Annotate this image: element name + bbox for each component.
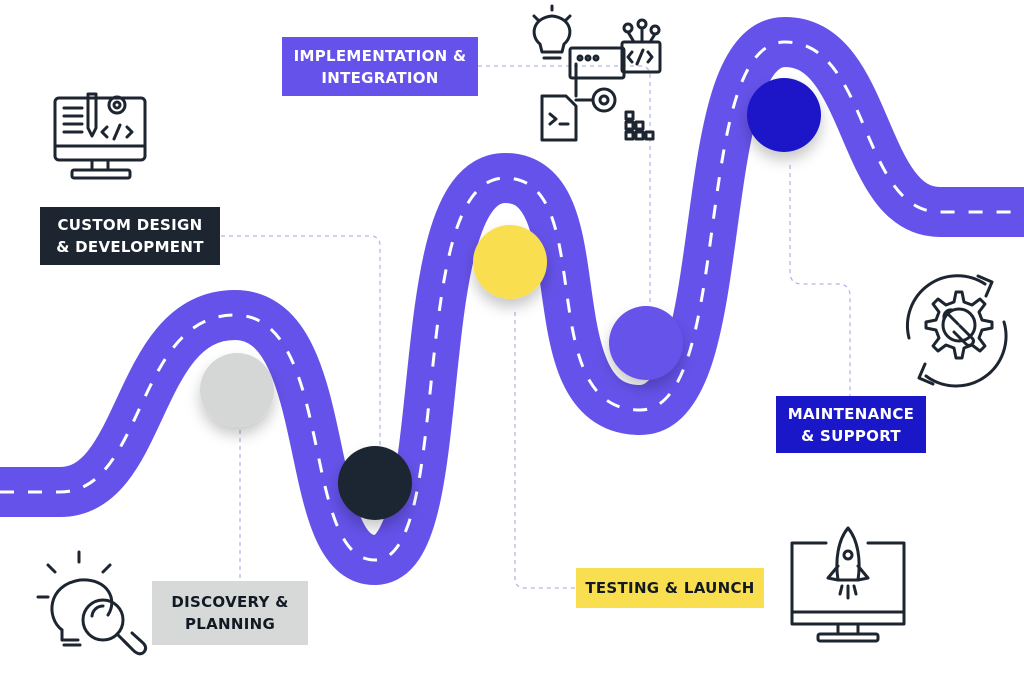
label-line: TESTING & LAUNCH xyxy=(585,579,755,597)
label-testing-launch: TESTING & LAUNCH xyxy=(576,568,764,608)
marker-implementation xyxy=(609,306,683,380)
connector-lines xyxy=(221,65,851,600)
label-line: & SUPPORT xyxy=(801,426,901,445)
gear-wrench-cycle-icon xyxy=(905,274,1008,388)
connector-maintenance xyxy=(789,165,851,396)
label-line: & DEVELOPMENT xyxy=(56,238,204,256)
label-line: PLANNING xyxy=(184,615,276,633)
label-line: CUSTOM DESIGN xyxy=(57,216,203,234)
monitor-rocket-icon xyxy=(790,526,906,643)
label-custom-design-development: CUSTOM DESIGN & DEVELOPMENT xyxy=(40,207,220,265)
connector-implementation xyxy=(478,65,651,305)
road-body xyxy=(0,17,1024,585)
lightbulb-magnifier-icon xyxy=(36,550,148,656)
label-line: DISCOVERY & xyxy=(171,593,289,611)
integration-blocks-icon xyxy=(532,4,662,142)
marker-discovery xyxy=(200,353,274,427)
label-line: MAINTENANCE xyxy=(787,404,915,423)
marker-testing xyxy=(473,225,547,299)
stage-markers xyxy=(200,78,821,520)
road xyxy=(0,17,1024,585)
connector-testing xyxy=(514,312,578,589)
label-maintenance-support: MAINTENANCE & SUPPORT xyxy=(776,396,926,453)
marker-custom xyxy=(338,446,412,520)
label-line: IMPLEMENTATION & xyxy=(293,46,467,65)
label-implementation-integration: IMPLEMENTATION & INTEGRATION xyxy=(282,37,478,96)
label-line: INTEGRATION xyxy=(321,68,439,87)
monitor-code-design-icon xyxy=(53,92,147,180)
marker-maintenance xyxy=(747,78,821,152)
label-discovery-planning: DISCOVERY & PLANNING xyxy=(152,581,308,645)
